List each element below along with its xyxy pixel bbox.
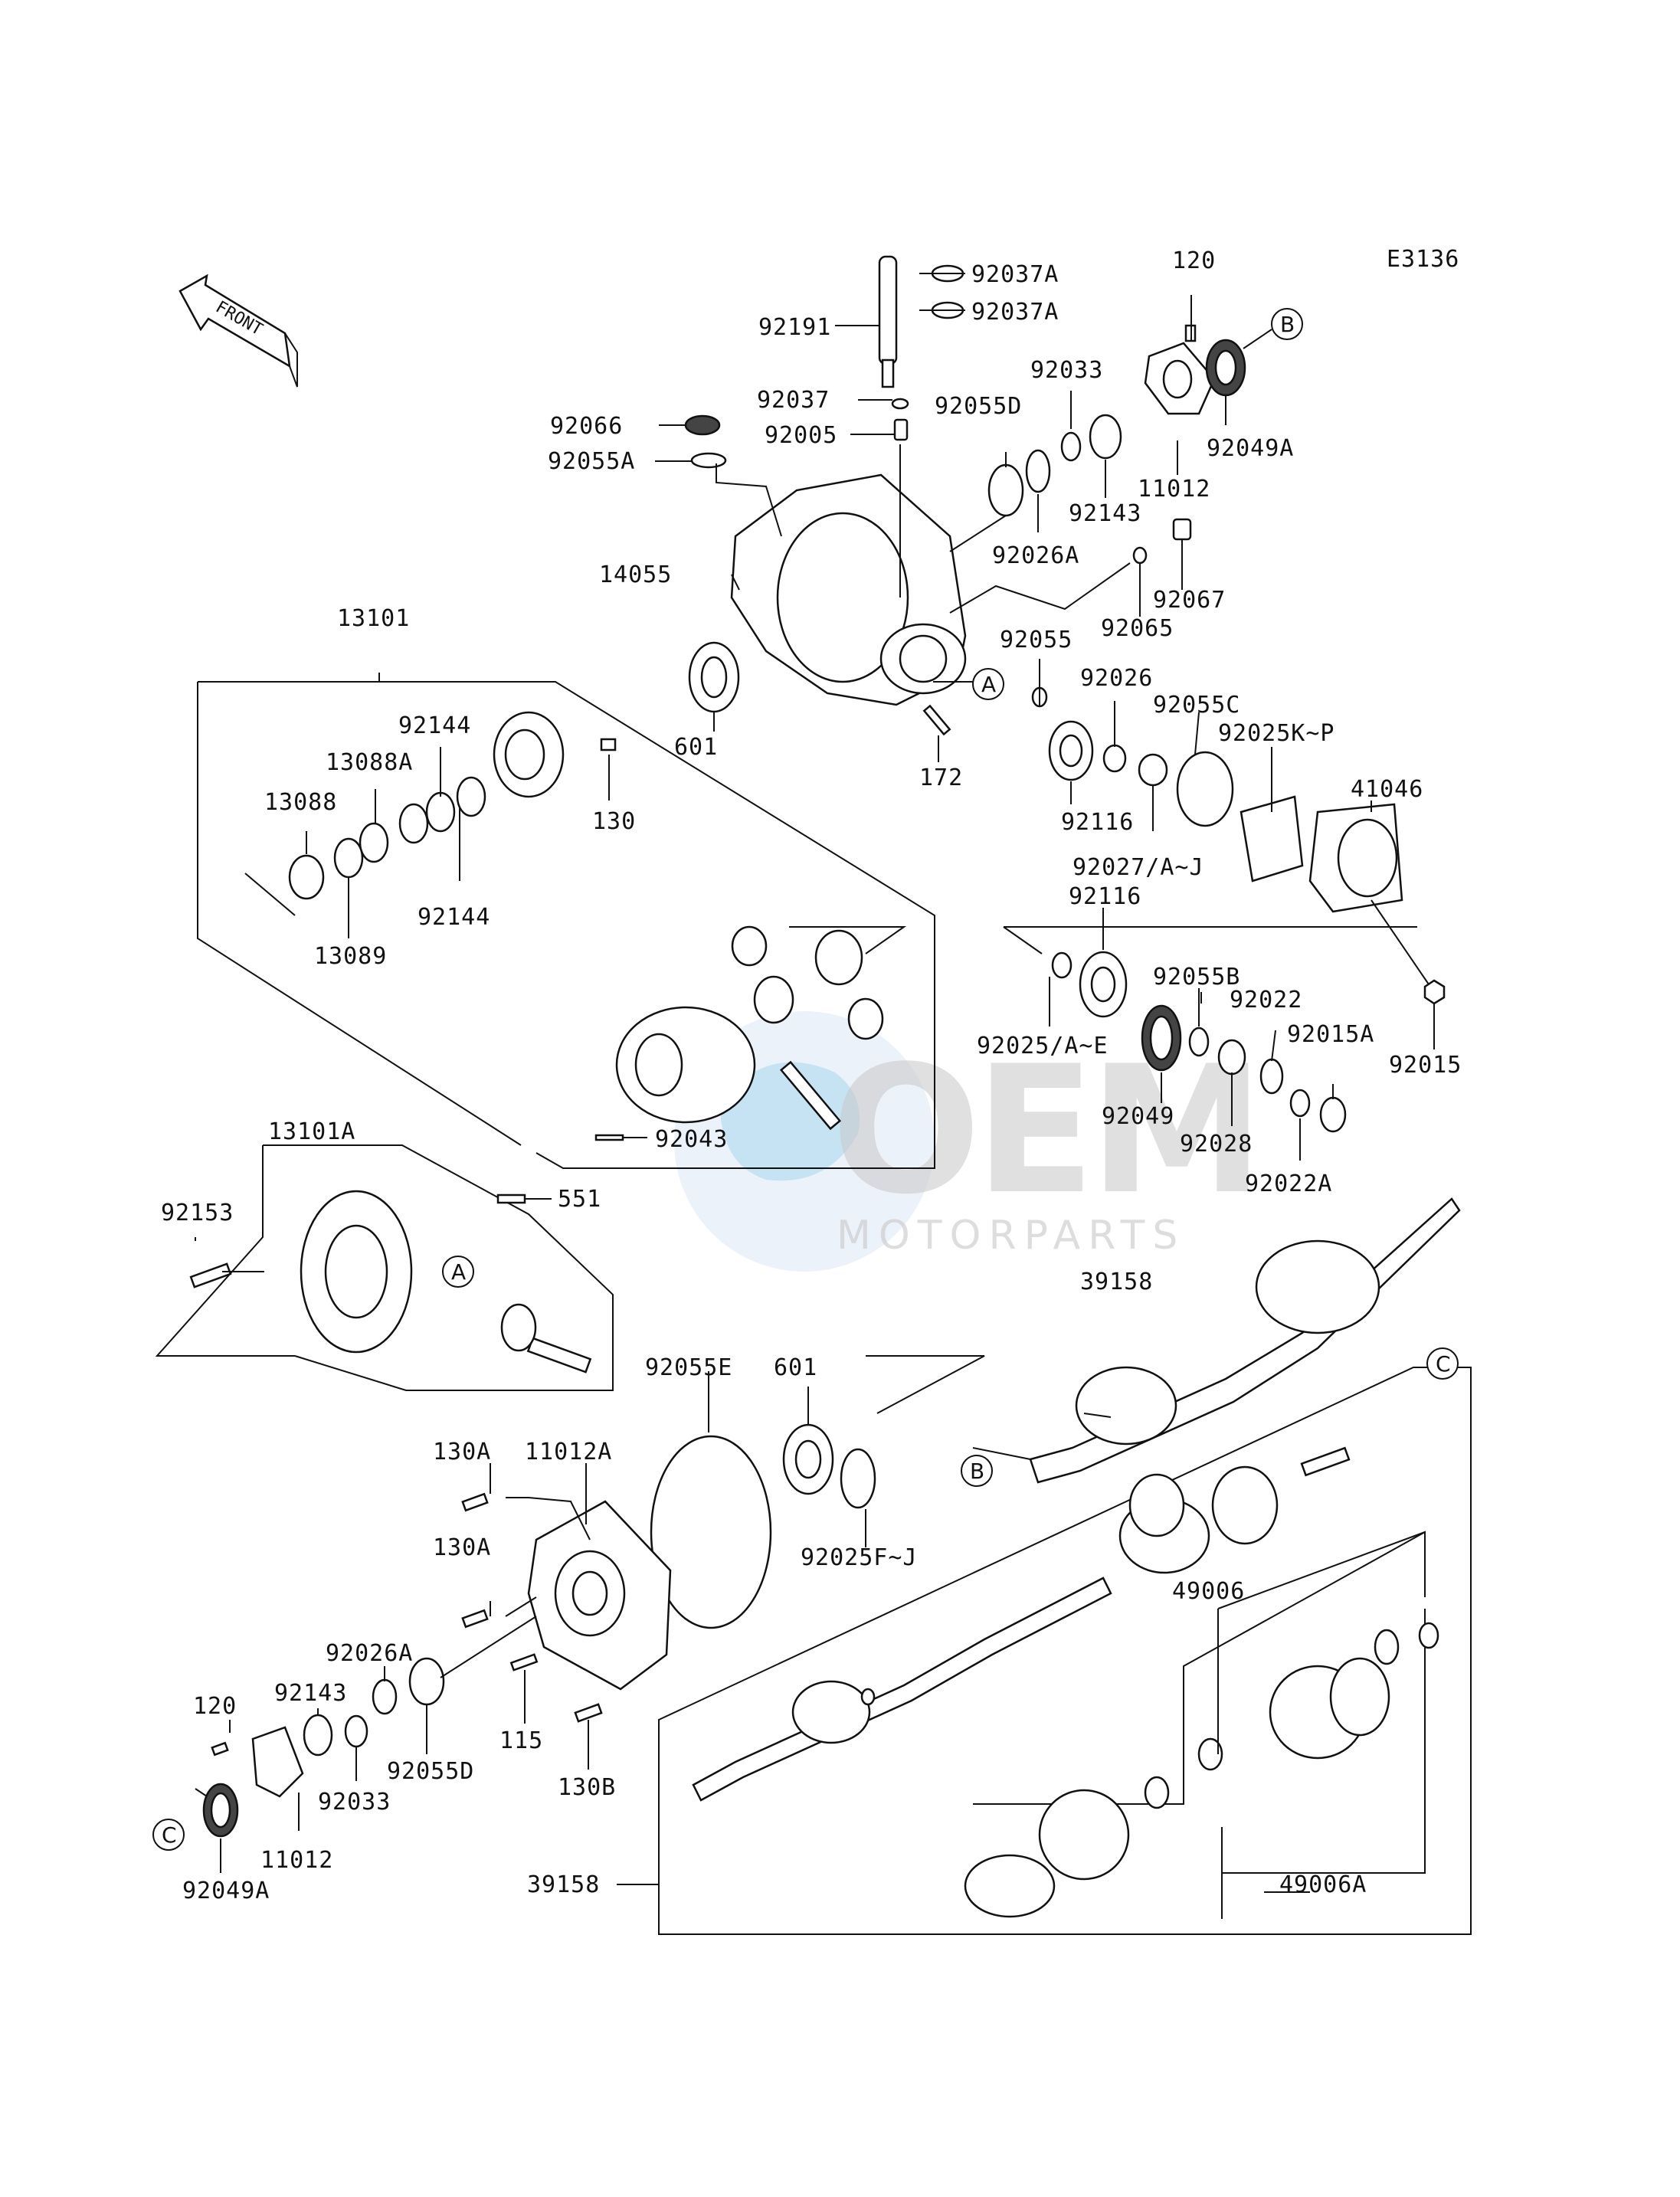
assembly-outlines: [155, 673, 1472, 1935]
svg-text:B: B: [970, 1459, 984, 1484]
part-label-120-top: 120: [1172, 247, 1216, 274]
part-label-92049A-bottom: 92049A: [182, 1878, 270, 1904]
part-label-11012A: 11012A: [525, 1439, 612, 1465]
ref-marker-a-upper: A: [972, 668, 1004, 700]
part-label-92028: 92028: [1180, 1131, 1253, 1157]
part-label-601-top: 601: [674, 734, 718, 761]
part-label-120-bottom: 120: [193, 1693, 237, 1720]
part-label-92026A-top: 92026A: [992, 542, 1079, 569]
part-label-92143-bottom: 92143: [274, 1680, 347, 1707]
leader-lines: [195, 273, 1435, 1893]
svg-text:C: C: [162, 1822, 177, 1848]
breather-tube-92191: [878, 255, 898, 388]
part-label-130B: 130B: [558, 1774, 616, 1801]
pinion-gear: [500, 1303, 592, 1374]
part-label-92049: 92049: [1102, 1103, 1174, 1130]
part-label-13088: 13088: [264, 789, 337, 816]
part-label-92055B: 92055B: [1153, 964, 1240, 990]
part-label-92049A-top: 92049A: [1207, 435, 1294, 462]
differential-carrier: [493, 711, 617, 798]
part-label-92015: 92015: [1389, 1052, 1462, 1079]
part-label-92116-b: 92116: [1069, 883, 1141, 910]
part-label-92191: 92191: [758, 314, 831, 341]
part-label-92022: 92022: [1230, 987, 1302, 1013]
part-label-11012-bottom: 11012: [260, 1847, 333, 1874]
ref-marker-b-upper: B: [1271, 308, 1303, 340]
part-label-92055E: 92055E: [645, 1354, 732, 1381]
part-label-92116-a: 92116: [1061, 809, 1134, 836]
housing-41046: [1308, 803, 1403, 913]
gear-case-housing-14055: [730, 473, 967, 706]
part-label-92055D-top: 92055D: [935, 393, 1022, 420]
part-label-115: 115: [499, 1727, 543, 1754]
part-label-92143-top: 92143: [1069, 500, 1141, 527]
part-label-92005: 92005: [765, 422, 837, 449]
cover-11012A: [527, 1500, 672, 1691]
part-label-92066: 92066: [550, 413, 623, 440]
svg-text:A: A: [981, 672, 996, 697]
part-label-13101A: 13101A: [268, 1118, 355, 1145]
part-label-92043: 92043: [655, 1126, 728, 1153]
part-label-49006A: 49006A: [1279, 1871, 1367, 1898]
part-label-92033-top: 92033: [1030, 357, 1103, 384]
diagram-code: E3136: [1387, 246, 1459, 273]
part-label-92055D-bottom: 92055D: [387, 1758, 474, 1785]
drive-shaft-39158-lower: [692, 1446, 1351, 1802]
ref-marker-c-lower: C: [152, 1819, 185, 1851]
part-label-551: 551: [558, 1186, 601, 1213]
svg-text:A: A: [451, 1259, 466, 1285]
part-label-92144-a: 92144: [398, 712, 471, 739]
part-label-92026: 92026: [1080, 665, 1153, 692]
part-label-92033-bottom: 92033: [318, 1789, 391, 1816]
part-label-92055A: 92055A: [548, 448, 635, 475]
part-label-92055C: 92055C: [1153, 692, 1240, 719]
part-label-601-bottom: 601: [774, 1354, 817, 1381]
part-label-92025FJ: 92025F~J: [801, 1544, 918, 1571]
part-label-92037A-2: 92037A: [971, 299, 1059, 326]
part-label-92025KP: 92025K~P: [1218, 720, 1335, 747]
ref-marker-b-lower: B: [961, 1455, 993, 1487]
part-label-130A-1: 130A: [433, 1439, 491, 1465]
part-label-92153: 92153: [161, 1200, 234, 1226]
part-label-39158-top: 39158: [1080, 1269, 1153, 1295]
part-label-92015A: 92015A: [1287, 1021, 1374, 1048]
ref-marker-a-lower: A: [442, 1256, 474, 1288]
part-label-13088A: 13088A: [326, 749, 413, 776]
parts-illustrations: [189, 255, 1461, 1918]
part-label-14055: 14055: [599, 562, 672, 588]
part-label-39158-bottom: 39158: [527, 1871, 600, 1898]
part-label-49006: 49006: [1172, 1578, 1245, 1605]
part-label-130A-2: 130A: [433, 1534, 491, 1561]
part-label-11012-top: 11012: [1138, 476, 1210, 503]
part-label-92065: 92065: [1101, 615, 1174, 642]
part-label-41046: 41046: [1351, 776, 1423, 803]
ring-gear-13101A: [189, 1190, 413, 1354]
part-label-92055: 92055: [1000, 627, 1073, 653]
differential-gears: [615, 925, 884, 1131]
part-label-92037A-1: 92037A: [971, 261, 1059, 288]
part-labels: 92037A 92037A 92191 120 92037 92033 9206…: [161, 247, 1462, 1904]
part-label-92027: 92027/A~J: [1073, 854, 1204, 881]
front-arrow: FRONT: [178, 273, 298, 388]
part-label-13089: 13089: [314, 943, 387, 970]
part-label-92067: 92067: [1153, 587, 1226, 614]
part-label-130: 130: [592, 808, 636, 835]
svg-text:B: B: [1280, 312, 1295, 337]
ref-marker-c-upper: C: [1426, 1347, 1459, 1380]
part-label-92144-b: 92144: [418, 904, 490, 931]
reference-markers: A A B B C C: [152, 308, 1459, 1851]
part-label-92022A: 92022A: [1245, 1171, 1332, 1197]
drive-shaft-39158-upper: [1029, 1197, 1461, 1484]
part-label-172: 172: [919, 765, 963, 791]
part-label-92037: 92037: [757, 387, 830, 414]
part-label-92025AE: 92025/A~E: [977, 1033, 1109, 1059]
watermark-logo: OEM: [831, 1029, 1259, 1233]
svg-text:C: C: [1436, 1351, 1451, 1377]
watermark-subtitle: MOTORPARTS: [837, 1213, 1185, 1259]
part-label-13101: 13101: [337, 605, 410, 632]
part-label-92026A-bottom: 92026A: [326, 1640, 413, 1667]
